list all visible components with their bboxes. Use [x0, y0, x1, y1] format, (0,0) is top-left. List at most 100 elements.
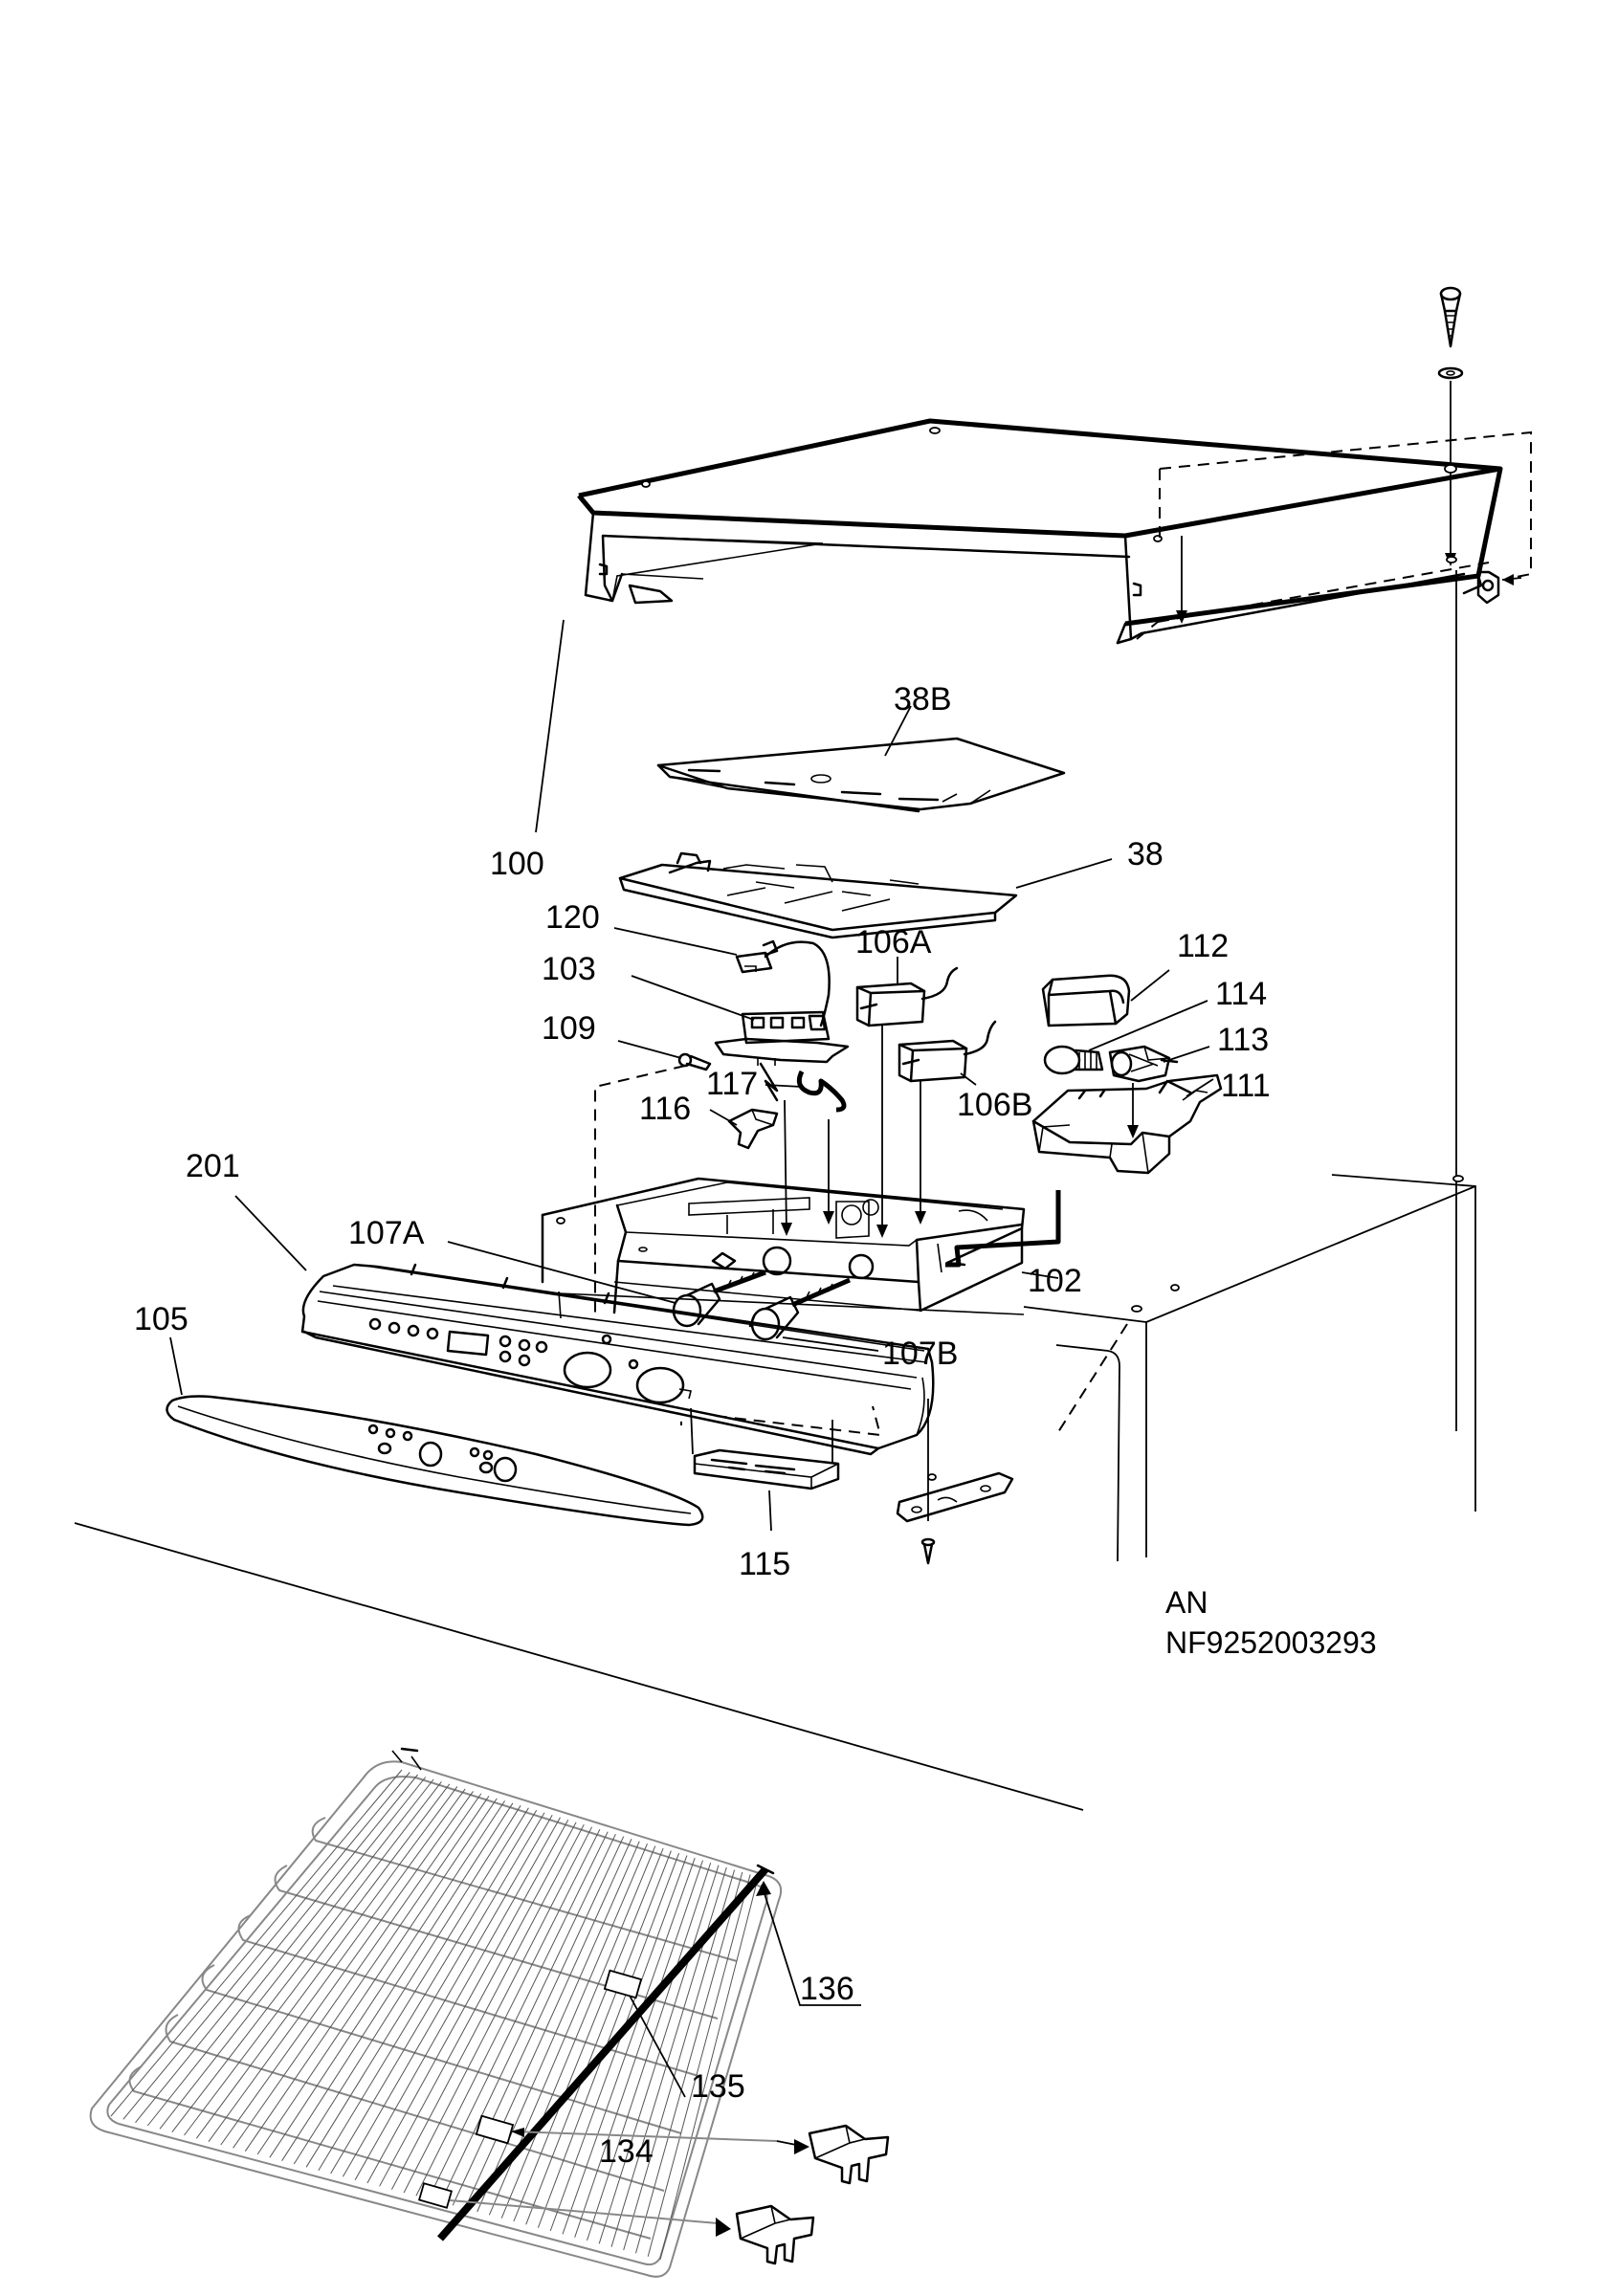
lamp-housing-part	[1031, 1073, 1223, 1175]
evaporator-fin	[233, 1793, 482, 2149]
leader-134	[449, 2199, 719, 2224]
evaporator-fin	[305, 1807, 529, 2168]
callout-115: 115	[739, 1546, 790, 1582]
callout-113: 113	[1217, 1022, 1269, 1058]
evaporator-fin	[195, 1786, 458, 2139]
hinge-screw-part	[920, 1537, 936, 1565]
leader-106B	[960, 1072, 977, 1086]
bulb-part	[1043, 1045, 1104, 1075]
evaporator-fin	[281, 1802, 514, 2161]
hinge-plate-part	[896, 1471, 1014, 1523]
evaporator-fin	[366, 1820, 569, 2184]
callout-109: 109	[542, 1010, 596, 1047]
evaporator-fin	[171, 1781, 442, 2133]
leader-102	[1021, 1271, 1059, 1279]
callout-106B: 106B	[957, 1087, 1032, 1123]
clip-134-part	[735, 2204, 815, 2265]
evaporator-fin	[159, 1778, 434, 2130]
evaporator-fin	[428, 1831, 609, 2199]
evaporator-fin	[110, 1769, 403, 2117]
evaporator-fin	[220, 1791, 474, 2146]
drawing-code-line2: NF9252003293	[1165, 1625, 1377, 1660]
callout-120: 120	[545, 899, 600, 936]
front-trim-part	[166, 1395, 704, 1527]
evaporator-fin	[390, 1823, 585, 2190]
capacitor-106A-part	[855, 966, 959, 1027]
evaporator-fin	[379, 1821, 577, 2187]
callout-201: 201	[186, 1148, 240, 1184]
callout-136: 136	[800, 1971, 854, 2007]
leader-38B	[884, 705, 912, 757]
evaporator-fin	[623, 1869, 736, 2251]
evaporator-fin	[439, 1833, 616, 2203]
evaporator-fin	[574, 1860, 703, 2238]
leader-117	[765, 1084, 803, 1088]
evaporator-fin	[464, 1838, 632, 2209]
leader-116	[709, 1109, 738, 1126]
evaporator-fin	[635, 1871, 743, 2254]
callout-135: 135	[691, 2068, 745, 2105]
leader-103	[631, 975, 755, 1021]
knob-107B-part	[750, 1277, 851, 1341]
clip-mark-3	[417, 2182, 454, 2209]
evaporator-fin	[244, 1796, 490, 2152]
callout-107A: 107A	[348, 1215, 425, 1251]
evaporator-fin	[477, 1841, 640, 2213]
evaporator-fin	[610, 1866, 727, 2247]
knob-107A-part	[672, 1269, 766, 1328]
section-divider-line	[74, 1522, 1084, 1811]
callout-116: 116	[639, 1091, 691, 1127]
evaporator-fin	[537, 1852, 680, 2228]
capacitor-106B-part	[898, 1020, 997, 1083]
evaporator-fin	[500, 1845, 656, 2219]
evaporator-grid-part	[89, 1747, 783, 2278]
evaporator-fin	[184, 1783, 451, 2136]
leader-109	[617, 1040, 682, 1059]
leader-201	[234, 1195, 307, 1271]
evaporator-fin	[146, 1777, 427, 2127]
leader-38	[1015, 858, 1113, 889]
callout-38: 38	[1127, 836, 1164, 872]
callout-111: 111	[1221, 1068, 1271, 1104]
callout-134: 134	[599, 2133, 654, 2170]
leader-135-b	[512, 2130, 778, 2142]
washer-part	[1437, 366, 1464, 380]
evaporator-fin	[318, 1810, 538, 2171]
lamp-holder-part	[1108, 1045, 1179, 1083]
shield-plate-part	[656, 737, 1066, 813]
callout-107B: 107B	[882, 1336, 958, 1372]
callout-114: 114	[1215, 976, 1267, 1012]
callout-38B: 38B	[894, 681, 952, 718]
control-module-part	[714, 1010, 850, 1102]
evaporator-fin	[525, 1850, 672, 2225]
heater-rod-part	[436, 1864, 775, 2241]
callout-103: 103	[542, 951, 596, 987]
cabinet-frame	[558, 570, 1476, 1562]
evaporator-fin	[452, 1836, 625, 2206]
control-panel-part	[300, 1263, 935, 1456]
top-cover-part	[577, 418, 1532, 645]
leader-107B	[782, 1336, 879, 1352]
leader-113	[1163, 1046, 1210, 1063]
callout-105: 105	[134, 1301, 188, 1337]
evaporator-fin	[135, 1774, 418, 2124]
evaporator-fin	[647, 1874, 751, 2257]
evaporator-fin	[659, 1876, 759, 2261]
leader-114	[1088, 1000, 1208, 1051]
control-box-part	[541, 1177, 1026, 1314]
dashed-guide-hinge	[1055, 1323, 1128, 1436]
callout-106A: 106A	[855, 924, 932, 960]
board-tray-part	[618, 851, 1018, 939]
evaporator-fin	[256, 1798, 498, 2155]
leader-111	[1186, 1078, 1214, 1097]
leader-136	[761, 1884, 861, 2006]
clip-135-part	[808, 2124, 890, 2185]
clip-mark-2	[475, 2114, 515, 2145]
evaporator-fin	[415, 1828, 601, 2197]
evaporator-fin	[587, 1862, 712, 2241]
leader-135-a	[629, 1995, 686, 2098]
callout-112: 112	[1177, 928, 1229, 964]
callout-117: 117	[706, 1066, 758, 1102]
bracket-116-part	[727, 1108, 779, 1150]
